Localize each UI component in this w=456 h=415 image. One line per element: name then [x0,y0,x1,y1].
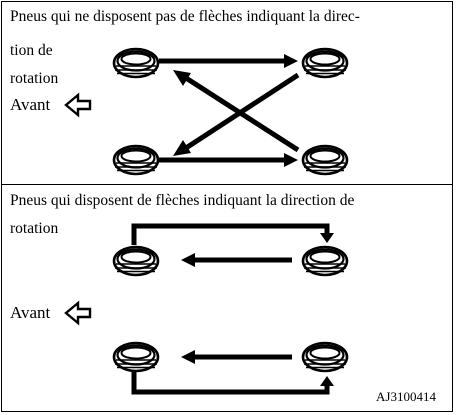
section1-cross-arrow-to-rear-left [173,72,300,156]
section1-top-arrow [159,54,298,68]
section1-title-line1: Pneus qui ne disposent pas de flèches in… [10,8,360,25]
section1-title-line2: tion de [10,42,53,59]
tire-icon [112,144,160,176]
tire-icon [112,245,160,277]
tire-icon [301,245,349,277]
section1-title-line3: rotation [10,70,59,87]
hollow-left-arrow-icon [64,92,92,118]
section1-cross-arrow-to-front-left [173,70,300,153]
hollow-left-arrow-icon [64,300,92,326]
tire-icon [112,47,160,79]
section2-front-label: Avant [10,303,51,322]
section2-bottom-bracket-arrow [131,372,334,395]
tire-icon [112,341,160,373]
section2-upper-arrow [181,253,292,267]
section1-front-label: Avant [10,95,51,114]
figure-code: AJ3100414 [376,389,436,404]
tire-icon [301,341,349,373]
section2-title-line2: rotation [10,220,59,237]
section1-bottom-arrow [159,153,298,167]
section2-lower-arrow [181,350,292,364]
section2-top-bracket-arrow [131,223,334,245]
section2-title-line1: Pneus qui disposent de flèches indiquant… [10,192,355,209]
section-divider [2,184,453,185]
tire-icon [301,47,349,79]
tire-icon [301,144,349,176]
